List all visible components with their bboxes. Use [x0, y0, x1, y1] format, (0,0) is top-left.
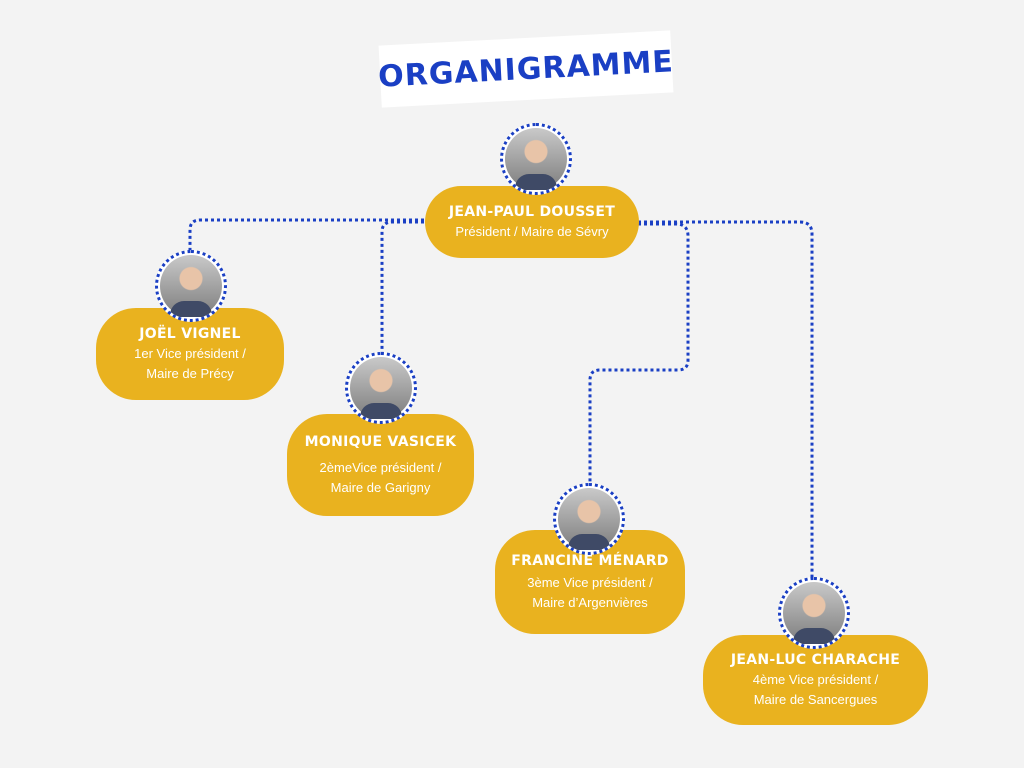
portrait-icon [160, 255, 222, 317]
portrait-icon [783, 582, 845, 644]
connector-president-vp2 [380, 220, 430, 356]
vp4-role-line1: 4ème Vice président / [752, 672, 879, 687]
vp3-name: FRANCINE MÉNARD [511, 553, 669, 569]
portrait-icon [350, 357, 412, 419]
vp4-name: JEAN-LUC CHARACHE [730, 652, 901, 668]
vp2-avatar [345, 352, 417, 424]
vp1-role-line2: Maire de Précy [146, 366, 234, 381]
vp2-name: MONIQUE VASICEK [304, 434, 457, 450]
vp4-role-line2: Maire de Sancergues [753, 692, 878, 707]
vp2-role-line1: 2èmeVice président / [319, 460, 442, 475]
vp4-card: JEAN-LUC CHARACHE 4ème Vice président / … [703, 635, 928, 725]
connector-president-vp3 [588, 222, 690, 486]
vp4-avatar [778, 577, 850, 649]
president-role: Président / Maire de Sévry [455, 224, 609, 239]
vp3-role-line2: Maire d’Argenvières [532, 595, 648, 610]
vp1-avatar [155, 250, 227, 322]
president-name: JEAN-PAUL DOUSSET [448, 204, 616, 220]
vp3-card: FRANCINE MÉNARD 3ème Vice président / Ma… [495, 530, 685, 634]
vp1-role-line1: 1er Vice président / [134, 346, 246, 361]
president-card: JEAN-PAUL DOUSSET Président / Maire de S… [425, 186, 639, 258]
portrait-icon [505, 128, 567, 190]
vp3-avatar [553, 483, 625, 555]
vp1-name: JOËL VIGNEL [139, 326, 241, 342]
vp2-role-line2: Maire de Garigny [330, 480, 431, 495]
vp1-card: JOËL VIGNEL 1er Vice président / Maire d… [96, 308, 284, 400]
vp2-card: MONIQUE VASICEK 2èmeVice président / Mai… [287, 414, 474, 516]
vp3-role-line1: 3ème Vice président / [527, 575, 653, 590]
president-avatar [500, 123, 572, 195]
portrait-icon [558, 488, 620, 550]
connector-president-vp1 [188, 218, 430, 252]
connector-president-vp4 [638, 220, 814, 580]
